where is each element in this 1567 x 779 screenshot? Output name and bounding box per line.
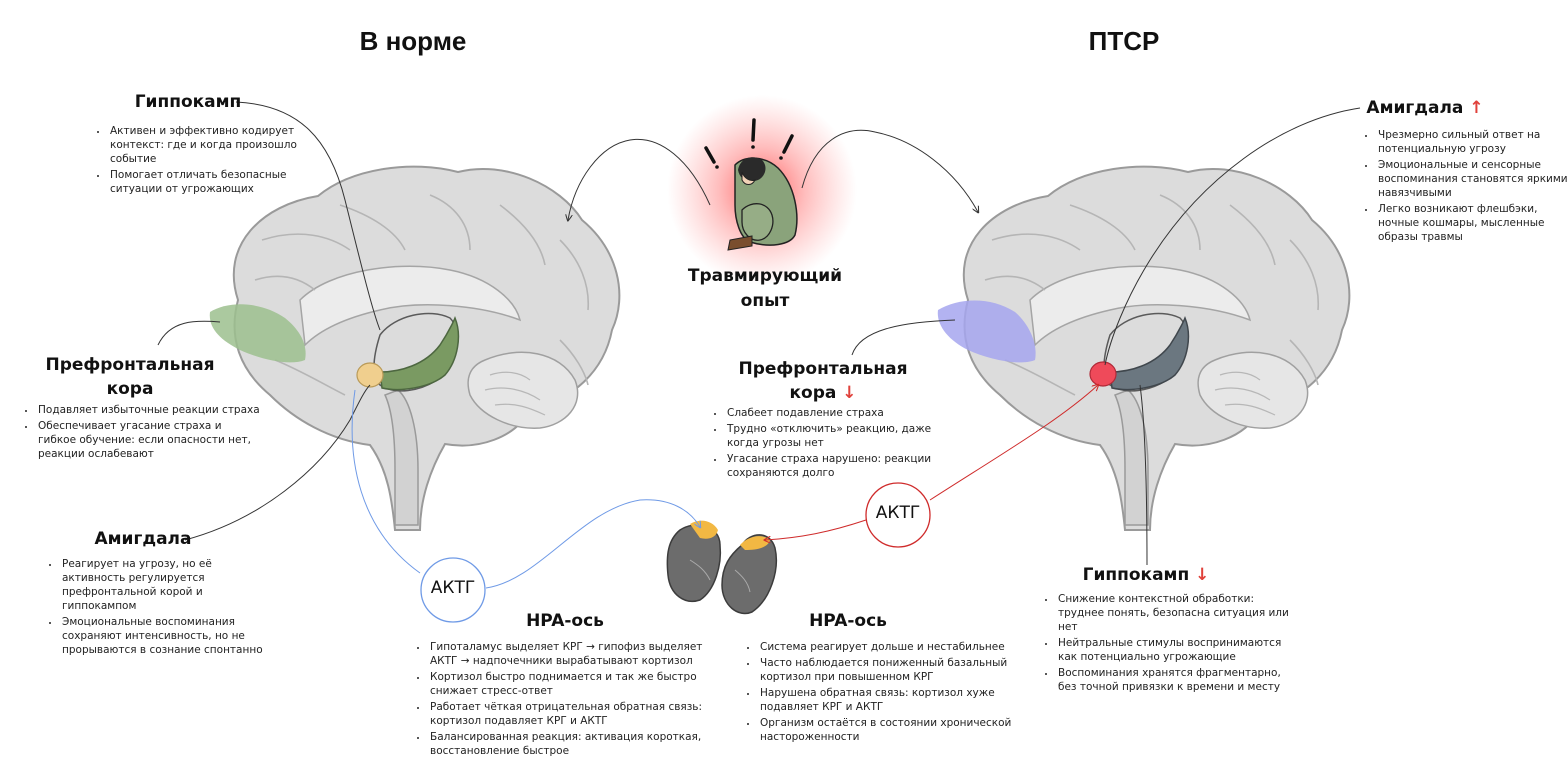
normal-pfc-title-line2: кора [106,379,154,399]
ptsd-pfc-title-line2: кора [789,383,837,403]
normal-pfc-title-line1: Префронтальная [45,355,215,375]
adrenal-glands [666,520,777,615]
ptsd-amygdala-title-text: Амигдала [1366,98,1464,118]
ptsd-hippocampus-region [1109,316,1190,391]
list-item: Воспоминания хранятся фрагментарно, без … [1056,666,1296,694]
list-item: Угасание страха нарушено: реакции сохран… [725,452,940,480]
ptsd-amygdala-region [1089,361,1117,387]
list-item: Эмоциональные воспоминания сохраняют инт… [60,615,275,657]
list-item: Трудно «отключить» реакцию, даже когда у… [725,422,940,450]
normal-pfc-title: Префронтальная кора [45,353,215,401]
ptsd-pfc-title-line1: Префронтальная [738,359,908,379]
connector-lines [157,101,1361,566]
acth-normal-arrow [485,499,700,589]
list-item: Кортизол быстро поднимается и так же быс… [428,670,718,698]
ptsd-amygdala-list: Чрезмерно сильный ответ на потенциальную… [1362,128,1567,246]
ptsd-hpa-list: Система реагирует дольше и нестабильнее … [744,640,1038,746]
brain-ptsd [937,165,1351,531]
list-item: Балансированная реакция: активация корот… [428,730,718,758]
arrow-up-icon: ↑ [1469,98,1484,118]
list-item: Система реагирует дольше и нестабильнее [758,640,1038,654]
normal-pfc-region [209,304,306,363]
acth-normal-link [351,389,421,574]
list-item: Часто наблюдается пониженный базальный к… [758,656,1038,684]
list-item: Нейтральные стимулы воспринимаются как п… [1056,636,1296,664]
ptsd-hpa-title: HPA-ось [809,611,887,631]
header-ptsd: ПТСР [1088,26,1160,56]
brain-normal [209,165,621,531]
list-item: Чрезмерно сильный ответ на потенциальную… [1376,128,1567,156]
list-item: Слабеет подавление страха [725,406,940,420]
list-item: Нарушена обратная связь: кортизол хуже п… [758,686,1038,714]
acth-ptsd-circle [865,482,931,548]
acth-ptsd-arrow [765,519,867,540]
ptsd-amygdala-title: Амигдала ↑ [1360,96,1490,120]
normal-hippocampus-region [379,316,460,391]
ptsd-pfc-list: Слабеет подавление страха Трудно «отключ… [711,406,940,482]
list-item: Помогает отличать безопасные ситуации от… [108,168,300,196]
normal-amygdala-title: Амигдала [94,529,192,549]
acth-ptsd-link-amygdala [929,385,1098,501]
list-item: Эмоциональные и сенсорные воспоминания с… [1376,158,1567,200]
ptsd-hippocampus-list: Снижение контекстной обработки: труднее … [1042,592,1296,696]
normal-hpa-title: HPA-ось [526,611,604,631]
list-item: Гипоталамус выделяет КРГ → гипофиз выдел… [428,640,718,668]
ptsd-hippocampus-title: Гиппокамп ↓ [1078,563,1214,587]
normal-pfc-list: Подавляет избыточные реакции страха Обес… [22,403,261,463]
trauma-title: Травмирующий опыт [680,264,850,314]
arrow-down-icon: ↓ [842,383,857,403]
list-item: Снижение контекстной обработки: труднее … [1056,592,1296,634]
trauma-title-line2: опыт [740,291,790,311]
list-item: Активен и эффективно кодирует контекст: … [108,124,300,166]
ptsd-hippocampus-title-text: Гиппокамп [1082,565,1190,585]
list-item: Обеспечивает угасание страха и гибкое об… [36,419,261,461]
list-item: Легко возникают флешбэки, ночные кошмары… [1376,202,1567,244]
list-item: Организм остаётся в состоянии хроническо… [758,716,1038,744]
list-item: Работает чёткая отрицательная обратная с… [428,700,718,728]
normal-hpa-list: Гипоталамус выделяет КРГ → гипофиз выдел… [414,640,718,760]
ptsd-pfc-title: Префронтальная кора ↓ [737,357,909,405]
ptsd-pfc-region [937,300,1036,363]
acth-normal-label: АКТГ [430,578,476,598]
trauma-title-line1: Травмирующий [687,266,843,286]
header-normal: В норме [359,26,467,56]
acth-normal-circle [420,557,486,623]
normal-hippocampus-list: Активен и эффективно кодирует контекст: … [94,124,300,198]
normal-hippocampus-title: Гиппокамп [134,92,242,112]
normal-amygdala-list: Реагирует на угрозу, но её активность ре… [46,557,275,659]
normal-amygdala-region [356,362,384,388]
list-item: Подавляет избыточные реакции страха [36,403,261,417]
trauma-figure [667,95,857,285]
ptsd-pfc-title-line2-wrap: кора ↓ [737,381,909,405]
arrow-down-icon: ↓ [1195,565,1210,585]
acth-ptsd-label: АКТГ [875,503,921,523]
list-item: Реагирует на угрозу, но её активность ре… [60,557,275,613]
